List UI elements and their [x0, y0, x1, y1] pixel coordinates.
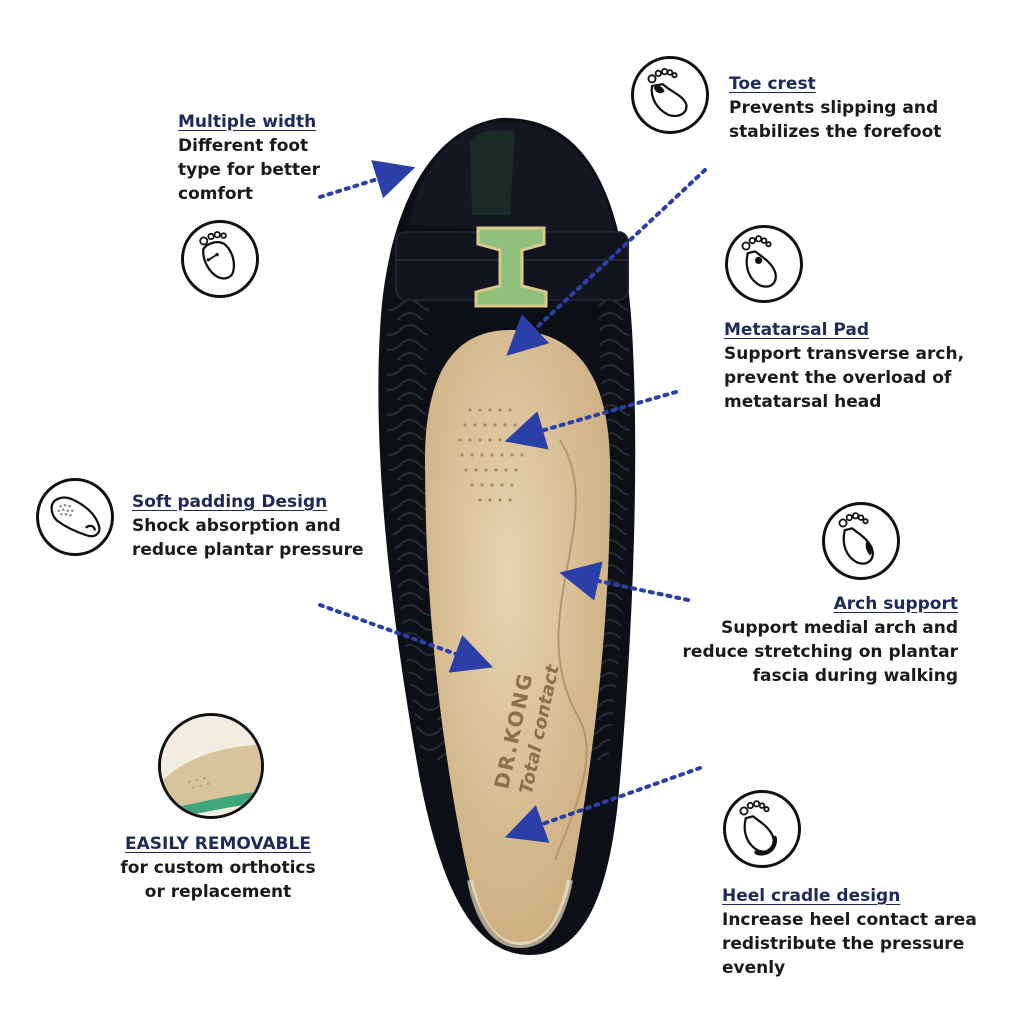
- feature-desc-line: stabilizes the forefoot: [729, 122, 942, 142]
- feature-title: Arch support: [833, 594, 958, 614]
- feature-desc-line: reduce plantar pressure: [132, 540, 364, 560]
- feature-title: Toe crest: [729, 74, 816, 94]
- callout-multiple-width: Multiple width Different foot type for b…: [178, 110, 320, 206]
- callout-soft-padding: Soft padding Design Shock absorption and…: [132, 490, 364, 562]
- feature-desc-line: Support medial arch and: [721, 618, 958, 638]
- feature-desc-line: Support transverse arch,: [724, 344, 965, 364]
- soft-padding-icon: [36, 478, 114, 556]
- feature-desc-line: comfort: [178, 184, 254, 204]
- arch-support-icon: [822, 502, 900, 580]
- feature-title: EASILY REMOVABLE: [125, 834, 311, 854]
- feature-desc-line: evenly: [722, 958, 786, 978]
- feature-title: Soft padding Design: [132, 492, 328, 512]
- feature-desc-line: Different foot: [178, 136, 309, 156]
- feature-desc-line: Shock absorption and: [132, 516, 341, 536]
- feature-desc-line: prevent the overload of: [724, 368, 952, 388]
- feature-desc-line: for custom orthotics: [120, 858, 316, 878]
- feature-desc-line: redistribute the pressure: [722, 934, 965, 954]
- feature-desc-line: Increase heel contact area: [722, 910, 977, 930]
- feature-desc-line: type for better: [178, 160, 321, 180]
- feature-title: Multiple width: [178, 112, 317, 132]
- foot-width-icon: [181, 220, 259, 298]
- removable-insole-icon: [158, 713, 264, 819]
- heel-cradle-icon: [723, 790, 801, 868]
- toe-crest-icon: [631, 56, 709, 134]
- metatarsal-pad-icon: [725, 225, 803, 303]
- callout-toe-crest: Toe crest Prevents slipping and stabiliz…: [729, 72, 941, 144]
- feature-desc-line: fascia during walking: [752, 666, 958, 686]
- feature-desc-line: Prevents slipping and: [729, 98, 939, 118]
- callout-easily-removable: EASILY REMOVABLE for custom orthotics or…: [112, 832, 324, 904]
- callout-metatarsal-pad: Metatarsal Pad Support transverse arch, …: [724, 318, 964, 414]
- feature-desc-line: reduce stretching on plantar: [682, 642, 958, 662]
- feature-title: Heel cradle design: [722, 886, 901, 906]
- feature-desc-line: or replacement: [144, 882, 292, 902]
- feature-title: Metatarsal Pad: [724, 320, 870, 340]
- callout-heel-cradle: Heel cradle design Increase heel contact…: [722, 884, 977, 980]
- callout-arch-support: Arch support Support medial arch and red…: [683, 592, 958, 688]
- feature-desc-line: metatarsal head: [724, 392, 882, 412]
